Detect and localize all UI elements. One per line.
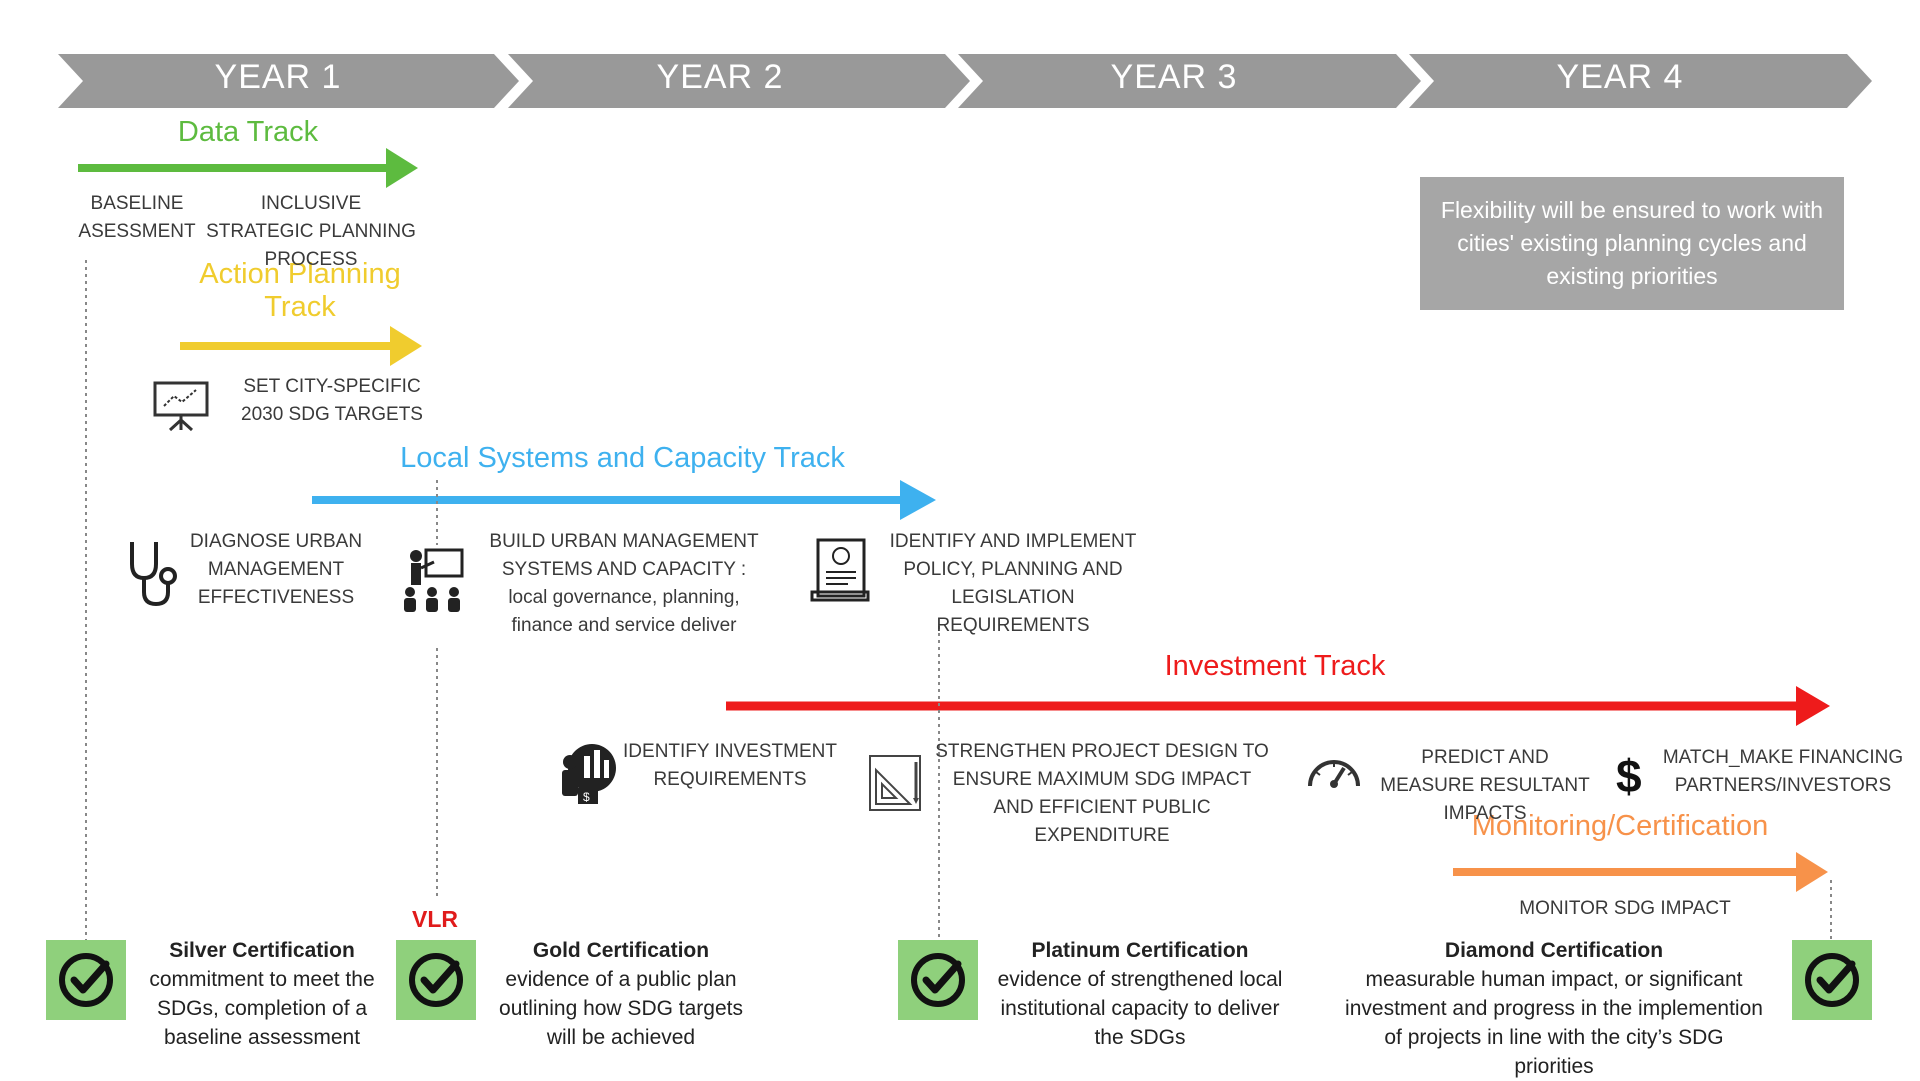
diagnose-caption: DIAGNOSE URBAN MANAGEMENT EFFECTIVENESS: [189, 531, 363, 608]
invest-req-caption: IDENTIFY INVESTMENT REQUIREMENTS: [623, 741, 837, 790]
diamond-certification-check: [1792, 940, 1872, 1020]
match-caption: MATCH_MAKE FINANCING PARTNERS/INVESTORS: [1662, 747, 1904, 796]
svg-text:$: $: [1616, 750, 1642, 800]
investment-track-arrowhead: [1796, 686, 1830, 726]
checkmark-icon: [409, 953, 463, 1007]
platinum-certification-title: Platinum Certification: [1031, 939, 1249, 962]
platinum-certification: Platinum Certification evidence of stren…: [984, 936, 1296, 1052]
silver-certification-title: Silver Certification: [169, 939, 355, 962]
monitoring-track-arrowhead: [1796, 852, 1828, 892]
checkmark-icon: [59, 953, 113, 1007]
platinum-certification-desc: evidence of strengthened local instituti…: [997, 968, 1283, 1049]
checkmark-icon: [911, 953, 965, 1007]
svg-text:$: $: [583, 790, 590, 804]
gold-certification-check: [396, 940, 476, 1020]
year-3-chevron: [958, 54, 1421, 108]
gold-certification-title: Gold Certification: [532, 939, 710, 962]
checkmark-icon: [1805, 953, 1859, 1007]
local-track-arrowhead: [900, 480, 936, 520]
year-4-label: YEAR 4: [1556, 58, 1684, 96]
year-1-label: YEAR 1: [214, 58, 342, 96]
platinum-certification-check: [898, 940, 978, 1020]
data-track-title: Data Track: [177, 116, 319, 148]
action-track-title: Action Planning Track: [199, 258, 401, 323]
policy-caption: IDENTIFY AND IMPLEMENT POLICY, PLANNING …: [889, 531, 1137, 636]
inclusive-caption: INCLUSIVE STRATEGIC PLANNING PROCESS: [206, 193, 416, 270]
flexibility-note-text: Flexibility will be ensured to work with…: [1440, 197, 1824, 289]
legal-document-icon: [810, 538, 870, 602]
diamond-certification-title: Diamond Certification: [1444, 939, 1664, 962]
teacher-training-icon: [404, 548, 464, 612]
vlr-label: VLR: [412, 906, 458, 932]
silver-certification-check: [46, 940, 126, 1020]
diamond-certification-desc: measurable human impact, or significant …: [1345, 968, 1763, 1078]
stethoscope-icon: [130, 542, 177, 607]
investment-track-title: Investment Track: [1164, 650, 1386, 682]
blueprint-ruler-icon: [869, 755, 921, 811]
year-1-chevron: [58, 54, 519, 108]
data-track-arrowhead: [386, 148, 418, 188]
flexibility-note: Flexibility will be ensured to work with…: [1420, 177, 1844, 310]
monitoring-track-title: Monitoring/Certification: [1471, 810, 1769, 842]
year-3-label: YEAR 3: [1110, 58, 1238, 96]
diamond-certification: Diamond Certification measurable human i…: [1344, 936, 1764, 1081]
year-2-chevron: [508, 54, 970, 108]
action-track-arrowhead: [390, 326, 422, 366]
baseline-caption: BASELINE ASESSMENT: [78, 193, 196, 242]
gold-certification: Gold Certification evidence of a public …: [486, 936, 756, 1052]
dollar-icon: $: [1616, 750, 1642, 800]
year-2-label: YEAR 2: [656, 58, 784, 96]
year-4-chevron: [1409, 54, 1872, 108]
local-track-title: Local Systems and Capacity Track: [400, 442, 845, 474]
monitor-caption: MONITOR SDG IMPACT: [1519, 898, 1731, 919]
set-targets-caption: SET CITY-SPECIFIC 2030 SDG TARGETS: [241, 376, 423, 425]
investment-person-icon: $: [562, 744, 616, 804]
build-caption: BUILD URBAN MANAGEMENT SYSTEMS AND CAPAC…: [489, 531, 759, 636]
presentation-board-icon: [153, 381, 209, 432]
silver-certification: Silver Certification commitment to meet …: [132, 936, 392, 1052]
gold-certification-desc: evidence of a public plan outlining how …: [499, 968, 743, 1049]
year-timeline-bar: [58, 54, 1872, 108]
predict-caption: PREDICT AND MEASURE RESULTANT IMPACTS: [1380, 747, 1590, 824]
silver-certification-desc: commitment to meet the SDGs, completion …: [149, 968, 375, 1049]
strengthen-caption: STRENGTHEN PROJECT DESIGN TO ENSURE MAXI…: [935, 741, 1269, 846]
gauge-icon: [1308, 760, 1360, 788]
